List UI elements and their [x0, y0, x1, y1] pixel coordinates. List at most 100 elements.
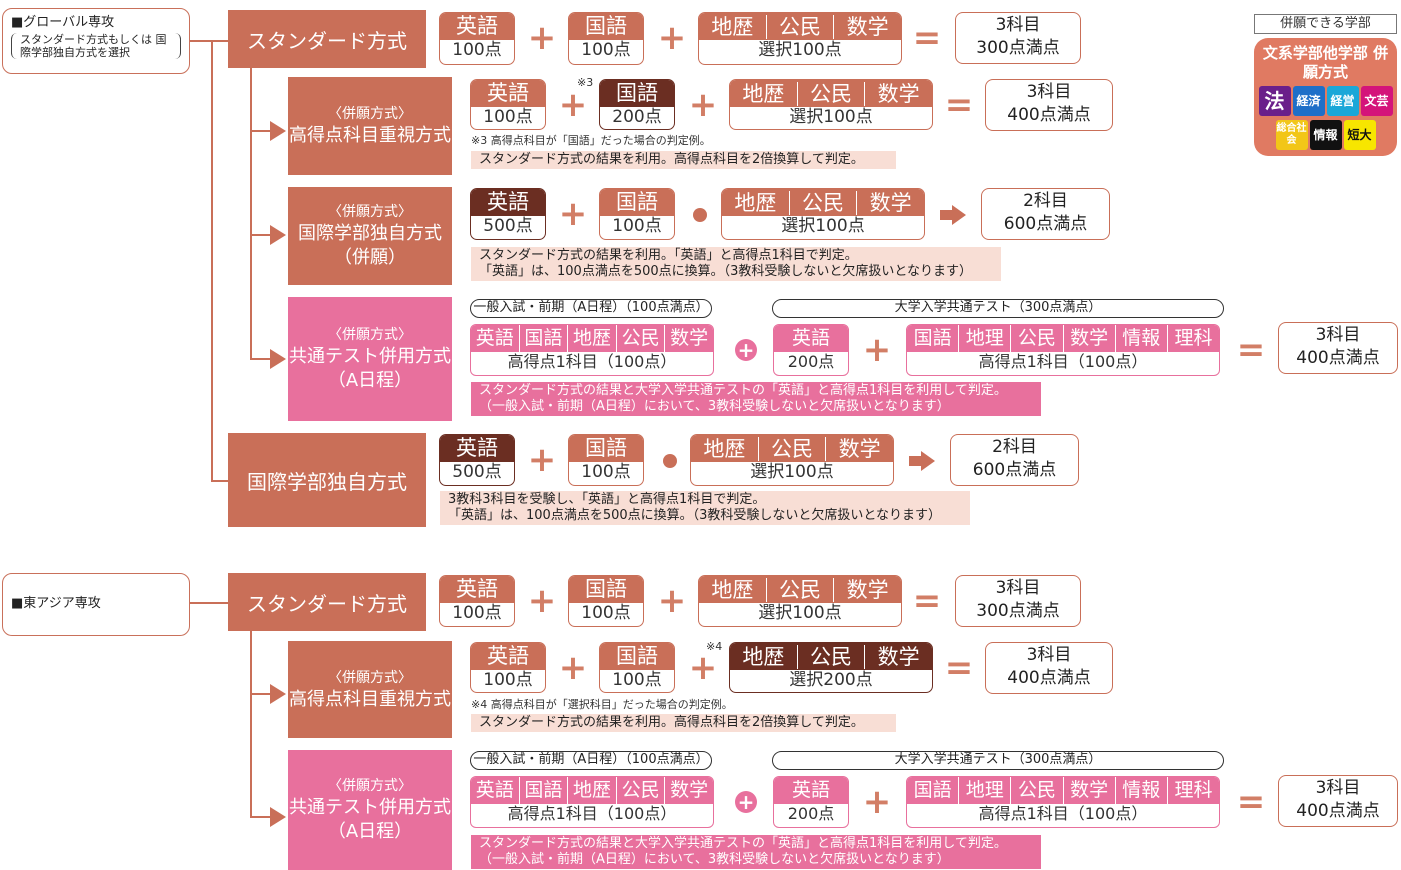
- subject-box-ippan-5: 英語国語地歴公民数学高得点1科目（100点）: [470, 776, 714, 828]
- text-kokusai_dokuji: 国際学部独自方式: [247, 469, 407, 494]
- text-kokugo: 国語: [569, 576, 643, 603]
- plus-op: +: [657, 581, 687, 621]
- text-1: 600点満点: [1003, 214, 1088, 234]
- plus-op: +: [527, 18, 557, 58]
- note-bar: スタンダード方式の結果を利用。「英語」と高得点1科目で判定。「英語」は、100点…: [471, 247, 1001, 281]
- method-label: スタンダード方式: [247, 28, 407, 53]
- text-koumin: 公民: [767, 577, 835, 602]
- text-eigo: 英語: [440, 13, 514, 40]
- text-dokuji_desc2: 「英語」は、100点満点を500点に換算。（3教科受験しないと欠席扱いとなります…: [448, 508, 942, 523]
- text-kokugo: 国語: [520, 777, 569, 804]
- text-a_nittei: （A日程）: [327, 370, 413, 391]
- text-koumin: 公民: [617, 777, 666, 804]
- plus-op: +: [558, 85, 588, 125]
- text-0: 2科目: [992, 437, 1037, 457]
- method-koutoku: 〈併願方式〉高得点科目重視方式: [288, 77, 452, 175]
- plus-op: +: [862, 330, 892, 370]
- method-kokusai-heigan: 〈併願方式〉国際学部独自方式（併願）: [288, 187, 452, 285]
- capsule-ippan: 一般入試・前期（A日程）（100点満点）: [470, 751, 712, 770]
- equals-op: =: [912, 18, 942, 58]
- text-sentaku100: 選択100点: [781, 216, 865, 236]
- result-box: 2科目 600点満点: [950, 434, 1079, 486]
- text-1: 300点満点: [976, 38, 1060, 58]
- text-suugaku: 数学: [877, 644, 920, 669]
- text-chireki: 地歴: [568, 777, 617, 804]
- text-suugaku: 数学: [670, 327, 709, 349]
- text-koutoku1: 高得点1科目（100点）: [978, 804, 1148, 823]
- dot-op: [663, 454, 677, 468]
- text-1: 600点満点: [972, 460, 1057, 480]
- plus-op: +: [862, 782, 892, 822]
- text-1: 400点満点: [1296, 801, 1380, 821]
- arrow-right-icon: [270, 807, 286, 827]
- connector: [250, 631, 252, 816]
- text-0: 2科目: [1023, 191, 1068, 211]
- text-koumin: 公民: [767, 14, 835, 39]
- track-global-label: ■グローバル専攻: [11, 15, 115, 30]
- text-chireki: 地歴: [730, 81, 798, 106]
- arrow-right-icon: [909, 451, 935, 471]
- text-heigan: 〈併願方式〉: [328, 327, 412, 343]
- capsule-kyotsu: 大学入学共通テスト（300点満点）: [772, 299, 1224, 318]
- note-bar: スタンダード方式の結果と大学入学共通テストの「英語」と高得点1科目を利用して判定…: [471, 382, 1041, 416]
- text-p100: 100点: [581, 40, 631, 60]
- plus-circle-icon: +: [735, 791, 757, 813]
- plus-circle-icon: +: [735, 339, 757, 361]
- footnote: ※4 高得点科目が「選択科目」だった場合の判定例。: [471, 698, 733, 711]
- text-sentaku100: 選択100点: [758, 40, 842, 60]
- text-kokugo: 国語: [569, 435, 643, 462]
- plus-op: +: [688, 85, 718, 125]
- track-eastasia-label: ■東アジア専攻: [11, 596, 101, 611]
- equals-op: =: [1236, 782, 1266, 822]
- note-bar: スタンダード方式の結果を利用。高得点科目を2倍換算して判定。: [471, 151, 896, 169]
- plus-op: +: [558, 194, 588, 234]
- text-eigo: 英語: [471, 643, 545, 670]
- text-koumin: 公民: [790, 190, 858, 215]
- text-kyotsu_desc1: スタンダード方式の結果と大学入学共通テストの「英語」と高得点1科目を利用して判定…: [479, 383, 1007, 398]
- text-eigo: 英語: [471, 777, 520, 804]
- text-rika: 理科: [1174, 779, 1213, 801]
- plus-op: +: [527, 581, 557, 621]
- text-1: 400点満点: [1296, 348, 1380, 368]
- text-kokusai_dokuji: 国際学部独自方式: [298, 223, 442, 244]
- equals-op: =: [1236, 330, 1266, 370]
- subject-box-sentaku: 地歴公民数学選択100点: [698, 575, 902, 627]
- tile-bungei: 文芸: [1360, 86, 1393, 116]
- text-heigan: 〈併願方式〉: [328, 106, 412, 122]
- text-kokugo: 国語: [907, 777, 960, 804]
- legend-title: 併願できる学部: [1254, 14, 1397, 34]
- footnote-mark: ※3: [577, 76, 594, 89]
- text-kokugo: 国語: [600, 189, 674, 216]
- tile-keiei: 経営: [1326, 86, 1359, 116]
- text-suugaku: 数学: [846, 14, 889, 39]
- note-bar: 3教科3科目を受験し、「英語」と高得点1科目で判定。「英語」は、100点満点を5…: [440, 491, 970, 525]
- connector: [250, 816, 270, 818]
- text-koutoku: 高得点科目重視方式: [289, 125, 451, 146]
- text-suugaku: 数学: [869, 190, 912, 215]
- plus-op: +: [527, 440, 557, 480]
- footnote-mark: ※4: [706, 640, 723, 653]
- tile-jouhou: 情報: [1309, 120, 1342, 150]
- text-p200: 200点: [612, 107, 662, 127]
- text-koutoku1: 高得点1科目（100点）: [978, 352, 1148, 371]
- text-chireki: 地歴: [691, 436, 759, 461]
- method-standard: スタンダード方式: [228, 573, 426, 631]
- text-suugaku: 数学: [1064, 777, 1116, 804]
- text-dokuji_desc1: 3教科3科目を受験し、「英語」と高得点1科目で判定。: [448, 492, 766, 507]
- track-eastasia: ■東アジア専攻: [2, 573, 190, 636]
- text-sentaku200: 選択200点: [789, 670, 873, 690]
- connector: [250, 693, 270, 695]
- arrow-right-icon: [270, 121, 286, 141]
- subject-box-sentaku: 地歴公民数学選択100点: [698, 12, 902, 65]
- text-a_nittei: （A日程）: [327, 821, 413, 842]
- text-p100: 100点: [452, 603, 502, 623]
- text-eigo: 英語: [440, 435, 514, 462]
- text-chirirekishi: 地理歴史: [959, 777, 1012, 827]
- arrow-right-icon: [270, 225, 286, 245]
